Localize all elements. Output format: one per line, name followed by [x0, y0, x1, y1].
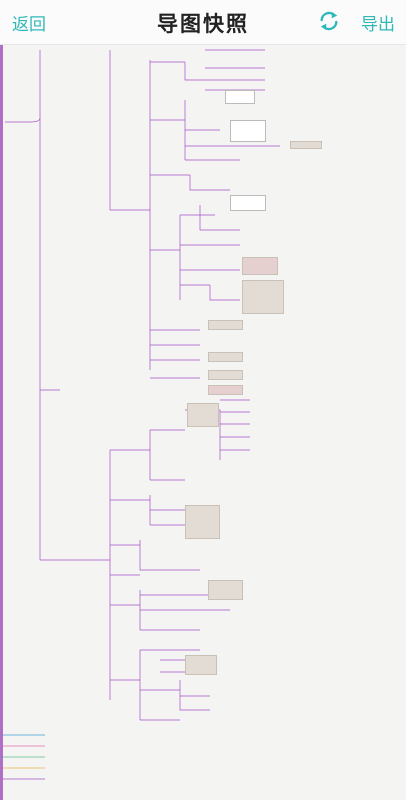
mind-map-lines	[3, 49, 280, 780]
top-bar: 返回 导图快照 导出	[0, 0, 406, 45]
thumbnail-image[interactable]	[185, 655, 217, 675]
thumbnail-image[interactable]	[242, 257, 278, 275]
thumbnail-image[interactable]	[225, 90, 255, 104]
left-edge-bar	[0, 45, 3, 800]
export-button[interactable]: 导出	[361, 15, 395, 35]
mind-map-canvas[interactable]	[0, 45, 406, 800]
thumbnail-image[interactable]	[242, 280, 284, 314]
formula-image[interactable]	[230, 120, 266, 142]
refresh-icon[interactable]	[318, 10, 340, 32]
thumbnail-image[interactable]	[187, 403, 219, 427]
thumbnail-image[interactable]	[208, 580, 243, 600]
formula-image[interactable]	[230, 195, 266, 211]
thumbnail-image[interactable]	[208, 352, 243, 362]
thumbnail-image[interactable]	[208, 385, 243, 395]
thumbnail-image[interactable]	[208, 320, 243, 330]
page-title: 导图快照	[157, 12, 249, 36]
thumbnail-image[interactable]	[290, 141, 322, 149]
back-button[interactable]: 返回	[12, 15, 46, 35]
thumbnail-image[interactable]	[208, 370, 243, 380]
thumbnail-image[interactable]	[185, 505, 220, 539]
